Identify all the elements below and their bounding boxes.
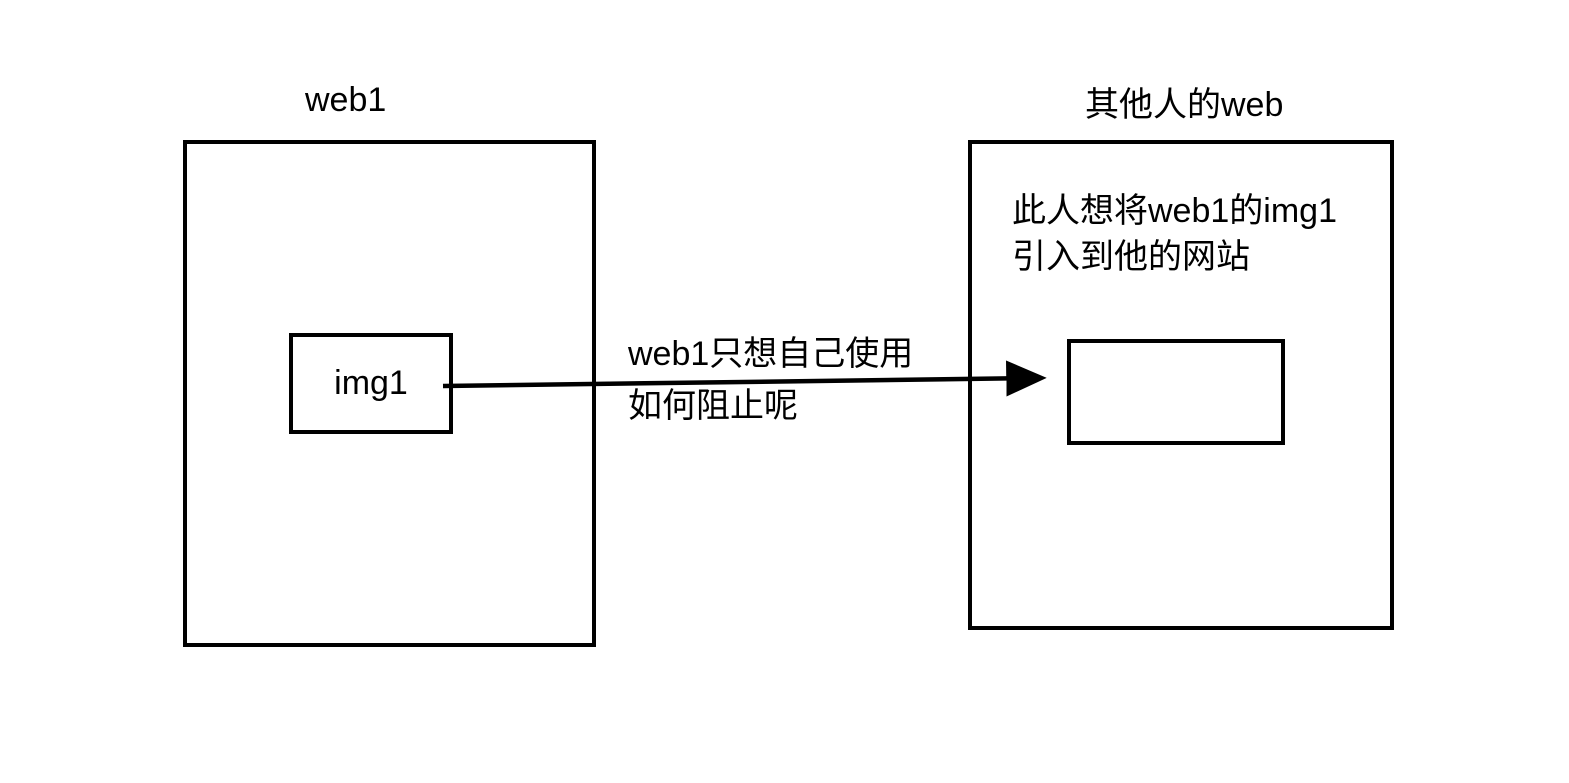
other-web-panel-title: 其他人的web xyxy=(1085,86,1284,124)
img1-box: img1 xyxy=(289,333,453,434)
arrow-label-line1: web1只想自己使用 xyxy=(628,335,914,373)
arrow-label-line2: 如何阻止呢 xyxy=(628,387,798,425)
other-web-note-line2: 引入到他的网站 xyxy=(1012,238,1250,276)
other-web-note: 此人想将web1的img1 引入到他的网站 xyxy=(1012,188,1337,280)
web1-panel-title: web1 xyxy=(305,81,387,119)
other-web-note-line1: 此人想将web1的img1 xyxy=(1012,192,1337,230)
embed-placeholder-box xyxy=(1067,339,1285,445)
img1-label: img1 xyxy=(334,364,408,402)
web1-panel-box xyxy=(183,140,596,647)
